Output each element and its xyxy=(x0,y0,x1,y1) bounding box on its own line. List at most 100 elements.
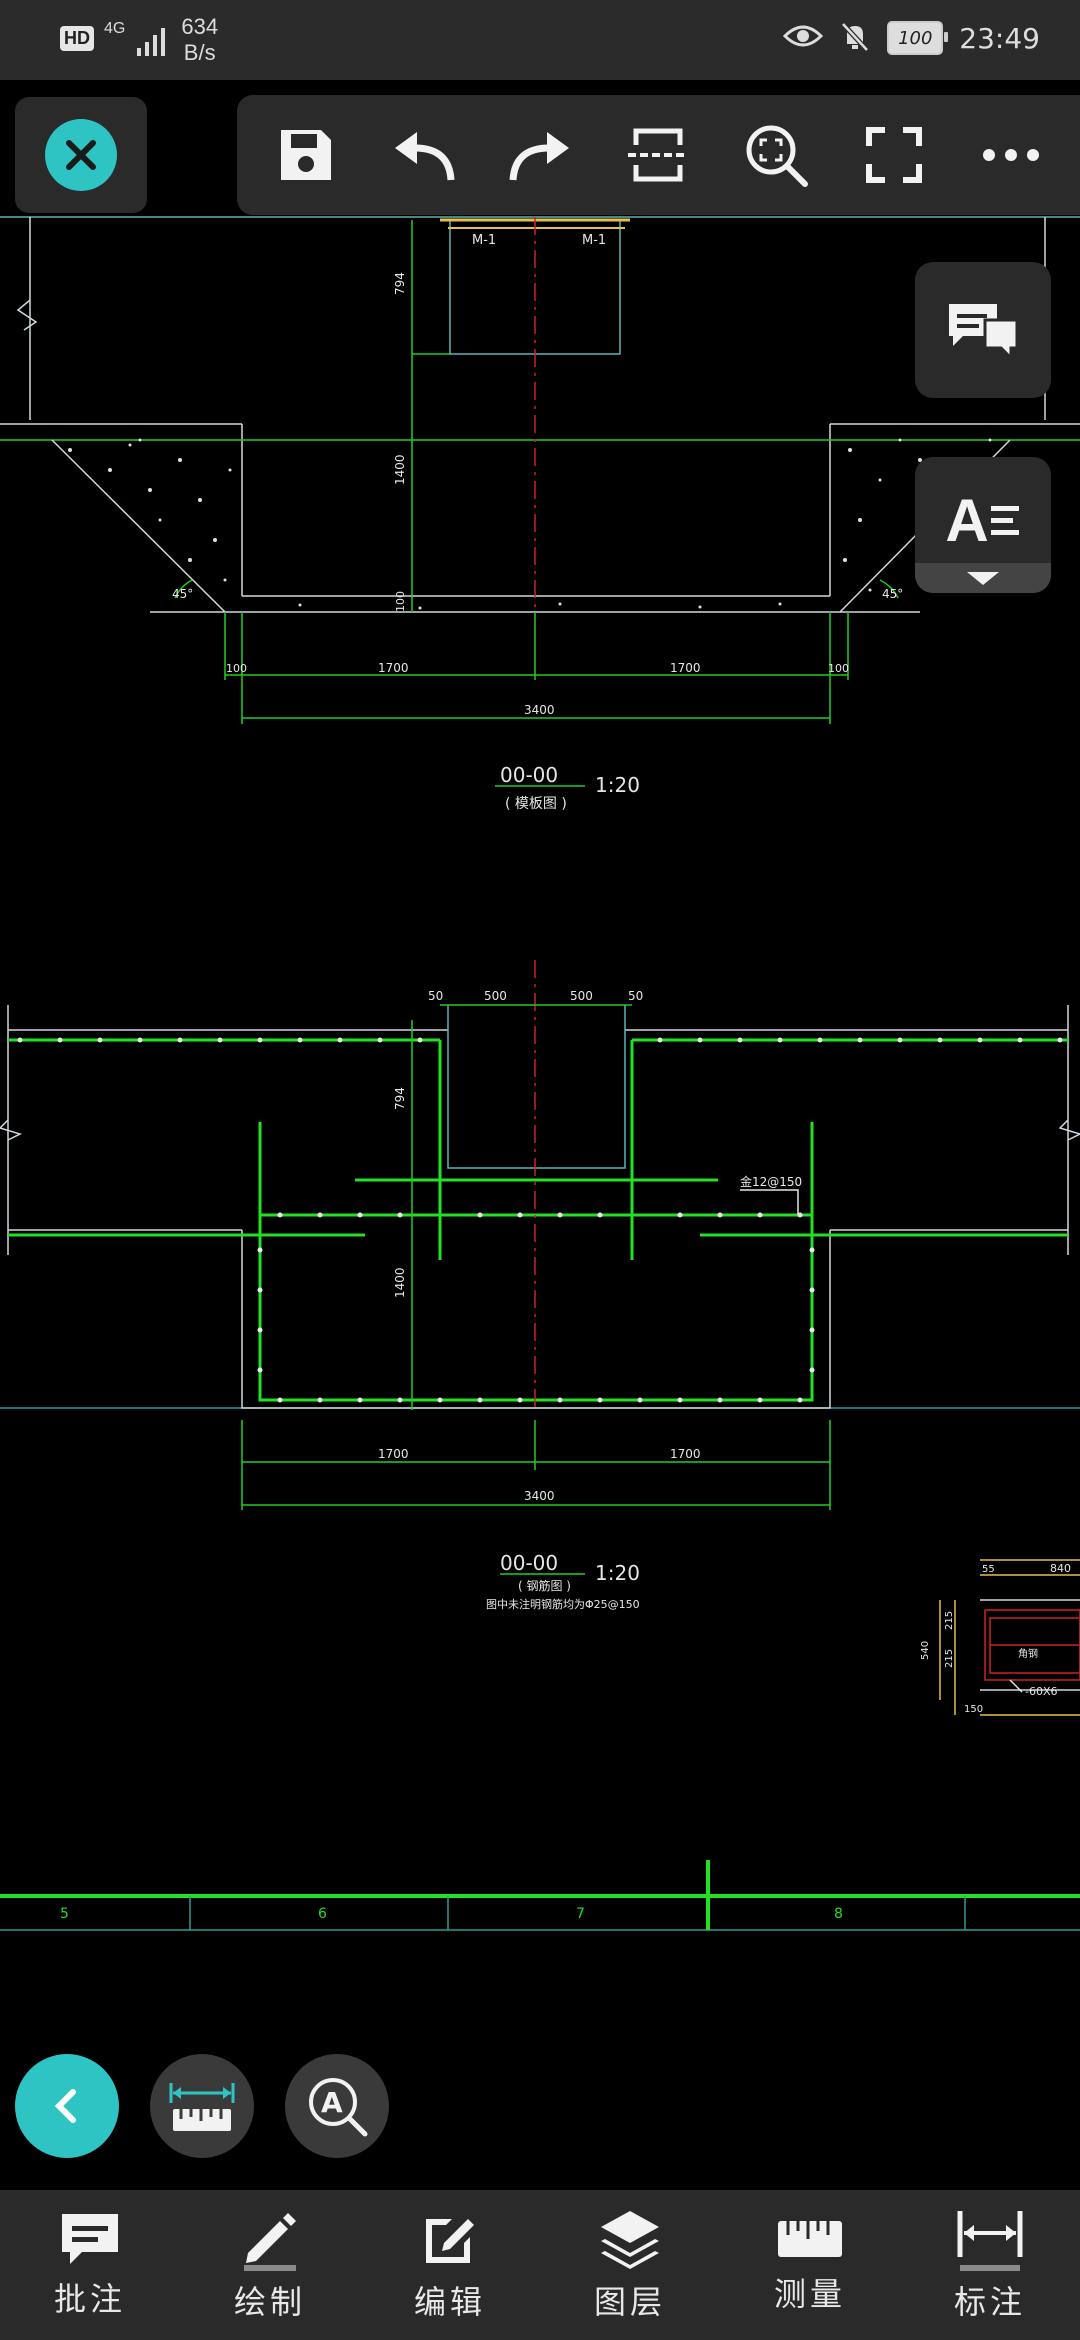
tool-draw-label: 绘制 xyxy=(233,2283,306,2321)
detail-215-b: 215 xyxy=(944,1649,955,1668)
section-1-scale: 1:20 xyxy=(595,773,640,797)
angle-left: 45° xyxy=(172,587,193,601)
tool-measure-label: 测量 xyxy=(773,2275,846,2313)
collapse-button[interactable] xyxy=(15,2054,119,2158)
undo-button[interactable] xyxy=(378,110,468,200)
section-2-note: 图中未注明钢筋均为Φ25@150 xyxy=(486,1597,640,1611)
dimension-icon xyxy=(957,2211,1023,2271)
edit-icon xyxy=(426,2219,474,2263)
dim-50-right: 50 xyxy=(628,989,643,1003)
tool-layers[interactable]: 图层 xyxy=(550,2207,710,2323)
layers-icon xyxy=(601,2211,659,2269)
rebar-dots xyxy=(17,1037,1063,1403)
ruler-icon xyxy=(778,2221,842,2257)
detail-label: -60X6 xyxy=(1025,1685,1058,1698)
tool-dimension[interactable]: 标注 xyxy=(910,2207,1070,2323)
cad-canvas[interactable]: M-1 M-1 794 1400 100 100 1700 1700 100 3… xyxy=(0,80,1080,2190)
grid-6: 6 xyxy=(318,1906,327,1922)
detail-55-top: 55 xyxy=(982,1564,995,1575)
text-search-button[interactable]: A xyxy=(285,2054,389,2158)
close-button-container xyxy=(15,97,147,213)
dim-100-v: 100 xyxy=(394,591,407,612)
dim-1400-b: 1400 xyxy=(393,1267,407,1298)
measure-distance-button[interactable] xyxy=(150,2054,254,2158)
top-toolbar xyxy=(237,95,1080,215)
grid-8: 8 xyxy=(834,1906,843,1922)
rebar-label: 金12@150 xyxy=(740,1174,802,1189)
zoom-window-button[interactable] xyxy=(731,110,821,200)
dim-100-left: 100 xyxy=(226,662,247,675)
hd-badge: HD xyxy=(60,26,94,51)
tool-annotate[interactable]: 批注 xyxy=(10,2210,170,2320)
text-style-expand[interactable] xyxy=(915,563,1051,593)
text-style-icon: A xyxy=(945,486,1020,555)
network-speed: 634 B/s xyxy=(181,14,219,65)
measure-ruler-icon xyxy=(169,2083,235,2131)
split-view-button[interactable] xyxy=(613,110,703,200)
text-search-icon: A xyxy=(309,2078,368,2137)
detail-drawing xyxy=(939,1559,1080,1716)
save-icon xyxy=(280,130,331,180)
dim-794-b: 794 xyxy=(393,1087,407,1110)
comments-button[interactable] xyxy=(915,262,1051,398)
close-button[interactable] xyxy=(45,119,117,191)
text-lines-icon xyxy=(990,506,1019,535)
tool-annotate-label: 批注 xyxy=(53,2280,126,2318)
dim-1700-b: 1700 xyxy=(670,661,701,675)
dim-3400-b: 3400 xyxy=(524,1489,555,1503)
comment-icon xyxy=(62,2214,118,2264)
battery-indicator: 100 xyxy=(887,21,949,55)
tool-edit[interactable]: 编辑 xyxy=(370,2207,530,2323)
section-1-title: 00-00 xyxy=(500,763,558,787)
dim-500-b: 500 xyxy=(570,989,593,1003)
signal-icon xyxy=(135,24,171,62)
section-1-subtitle: ( 模板图 ) xyxy=(505,796,567,812)
dim-1700-c: 1700 xyxy=(378,1447,409,1461)
fullscreen-button[interactable] xyxy=(849,110,939,200)
redo-button[interactable] xyxy=(496,110,586,200)
dim-100-right: 100 xyxy=(828,662,849,675)
chevron-down-icon xyxy=(967,572,999,585)
dim-50-left: 50 xyxy=(428,989,443,1003)
detail-840: 840 xyxy=(1050,1562,1071,1575)
label-m1-right: M-1 xyxy=(582,233,606,248)
detail-text: 角钢 xyxy=(1018,1647,1038,1660)
section-2-title: 00-00 xyxy=(500,1551,558,1575)
tool-draw[interactable]: 绘制 xyxy=(190,2207,350,2323)
grid-5: 5 xyxy=(60,1906,69,1922)
grid-7: 7 xyxy=(576,1906,585,1922)
save-button[interactable] xyxy=(261,110,351,200)
redo-icon xyxy=(509,132,569,181)
detail-215-a: 215 xyxy=(944,1611,955,1630)
grid-axis xyxy=(0,1860,1080,1931)
more-icon xyxy=(983,149,1040,161)
dim-500-a: 500 xyxy=(484,989,507,1003)
section-2-scale: 1:20 xyxy=(595,1561,640,1585)
detail-540: 540 xyxy=(920,1641,931,1660)
undo-icon xyxy=(395,132,455,181)
svg-text:A: A xyxy=(321,2086,343,2119)
more-button[interactable] xyxy=(966,110,1056,200)
close-icon xyxy=(66,140,96,170)
network-type: 4G xyxy=(104,20,126,37)
dim-1700-d: 1700 xyxy=(670,1447,701,1461)
section-2-subtitle: ( 钢筋图 ) xyxy=(518,1578,571,1593)
section-2-drawing xyxy=(0,960,1080,1575)
detail-150: 150 xyxy=(964,1704,983,1715)
mute-bell-icon xyxy=(839,20,871,56)
dim-3400-a: 3400 xyxy=(524,703,555,717)
eye-icon xyxy=(783,22,824,54)
clock: 23:49 xyxy=(959,21,1040,55)
concrete-hatch xyxy=(68,438,992,610)
status-right: 100 23:49 xyxy=(783,20,1040,56)
tool-measure[interactable]: 测量 xyxy=(730,2215,890,2315)
status-left: HD 4G 634 B/s xyxy=(60,14,218,66)
comments-icon xyxy=(949,304,1019,360)
text-style-button[interactable]: A xyxy=(915,457,1051,593)
dim-1400-a: 1400 xyxy=(393,454,407,485)
zoom-window-icon xyxy=(746,125,809,187)
cad-drawing[interactable]: M-1 M-1 794 1400 100 100 1700 1700 100 3… xyxy=(0,80,1080,2190)
dim-794-a: 794 xyxy=(393,272,407,295)
label-m1-left: M-1 xyxy=(472,233,496,248)
split-view-icon xyxy=(628,128,689,182)
